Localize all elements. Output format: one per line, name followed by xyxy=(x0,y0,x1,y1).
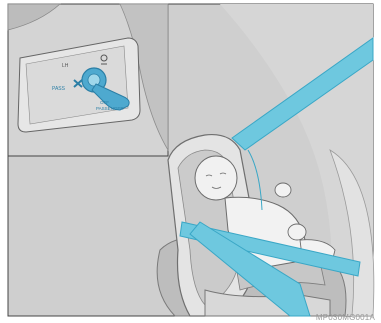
inset-label-left: PASS xyxy=(52,86,66,92)
airbag-switch-inset: LH PASS OFF PASSENGER xyxy=(8,4,168,156)
figure-code: MP030MG001A xyxy=(316,313,375,322)
inset-label-bottom-2: PASSENGER xyxy=(96,106,124,111)
inset-label-bottom-1: OFF xyxy=(100,100,109,105)
inset-label-top: LH xyxy=(62,63,69,69)
